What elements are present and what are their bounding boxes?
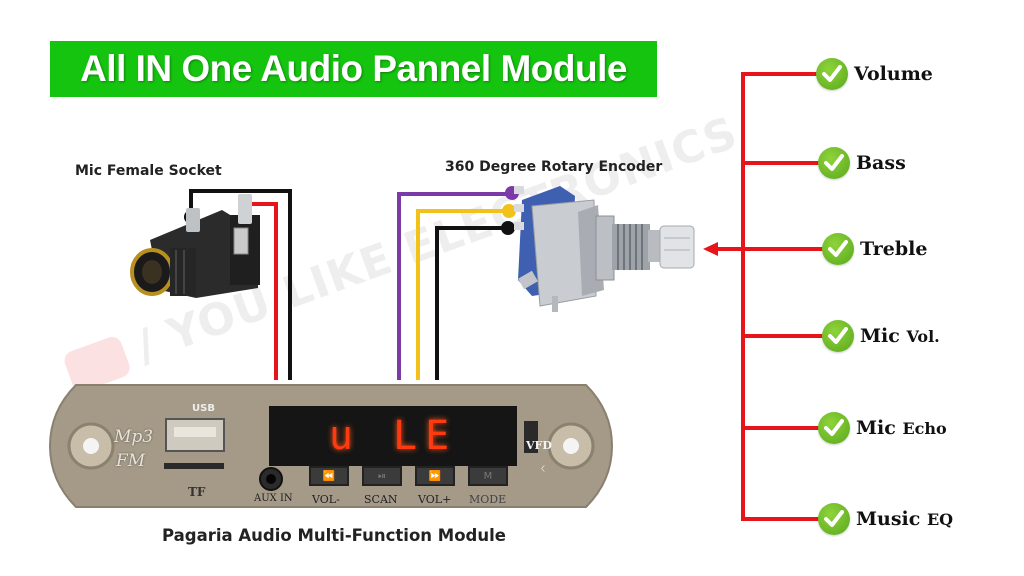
- rewind-icon: ⏪: [322, 470, 336, 482]
- check-icon: [818, 503, 850, 535]
- feature-mic-vol: Mic Vol.: [822, 320, 940, 352]
- mode-button[interactable]: M: [468, 466, 508, 486]
- encoder-label: 360 Degree Rotary Encoder: [445, 159, 663, 175]
- vol-up-label: VOL+: [418, 493, 452, 506]
- play-pause-icon: ⏯: [378, 470, 386, 482]
- usb-port[interactable]: [166, 419, 224, 451]
- mode-label: MODE: [469, 493, 507, 506]
- feature-label: Treble: [860, 238, 928, 260]
- aux-in-jack[interactable]: [260, 468, 282, 490]
- encoder-black-wire: [435, 226, 508, 380]
- audio-module-panel: USB TF Mp3 FM u LE VFD ᚲ AUX IN ⏪ VOL- ⏯…: [46, 381, 616, 511]
- mode-icon: M: [483, 470, 493, 482]
- check-icon: [822, 233, 854, 265]
- feature-tree-lines: [715, 72, 826, 521]
- feature-mic-echo: Mic Echo: [818, 412, 947, 444]
- module-label: Pagaria Audio Multi-Function Module: [162, 526, 506, 545]
- feature-treble: Treble: [822, 233, 927, 265]
- mp3-logo: Mp3: [114, 427, 154, 447]
- fm-logo: FM: [116, 451, 146, 471]
- title-banner: All IN One Audio Pannel Module: [50, 41, 657, 97]
- encoder-yellow-dot: [502, 204, 516, 218]
- feature-label: Music EQ: [856, 508, 954, 530]
- usb-label: USB: [192, 403, 215, 414]
- fast-forward-icon: ⏩: [428, 470, 442, 482]
- encoder-black-dot: [501, 221, 515, 235]
- vol-up-button[interactable]: ⏩: [415, 466, 455, 486]
- scan-label: SCAN: [364, 493, 398, 506]
- rotary-encoder-image: [514, 186, 695, 312]
- check-icon: [816, 58, 848, 90]
- feature-label: Volume: [854, 63, 933, 85]
- mic-black-wire: [189, 189, 292, 380]
- check-icon: [818, 412, 850, 444]
- feature-volume: Volume: [816, 58, 933, 90]
- check-icon: [818, 147, 850, 179]
- bluetooth-icon: ᚲ: [538, 459, 548, 478]
- mic-socket-image: [130, 194, 260, 298]
- check-icon: [822, 320, 854, 352]
- feature-label: Mic Vol.: [860, 325, 940, 347]
- mic-socket-label: Mic Female Socket: [75, 163, 222, 179]
- arrow-head-icon: [703, 242, 718, 256]
- vol-down-label: VOL-: [312, 493, 340, 506]
- encoder-purple-wire: [397, 192, 512, 380]
- encoder-yellow-wire: [416, 209, 508, 380]
- mic-red-wire: [245, 202, 278, 380]
- feature-bass: Bass: [818, 147, 906, 179]
- page-title: All IN One Audio Pannel Module: [80, 48, 627, 89]
- display-text: u LE: [328, 413, 458, 459]
- led-display: u LE: [269, 406, 517, 466]
- vfd-label: VFD: [526, 439, 552, 452]
- vol-down-button[interactable]: ⏪: [309, 466, 349, 486]
- feature-label: Bass: [856, 152, 906, 174]
- tf-card-slot[interactable]: [164, 461, 224, 471]
- scan-button[interactable]: ⏯: [362, 466, 402, 486]
- aux-in-label: AUX IN: [254, 493, 293, 504]
- feature-music-eq: Music EQ: [818, 503, 953, 535]
- feature-label: Mic Echo: [856, 417, 947, 439]
- tf-label: TF: [188, 485, 206, 499]
